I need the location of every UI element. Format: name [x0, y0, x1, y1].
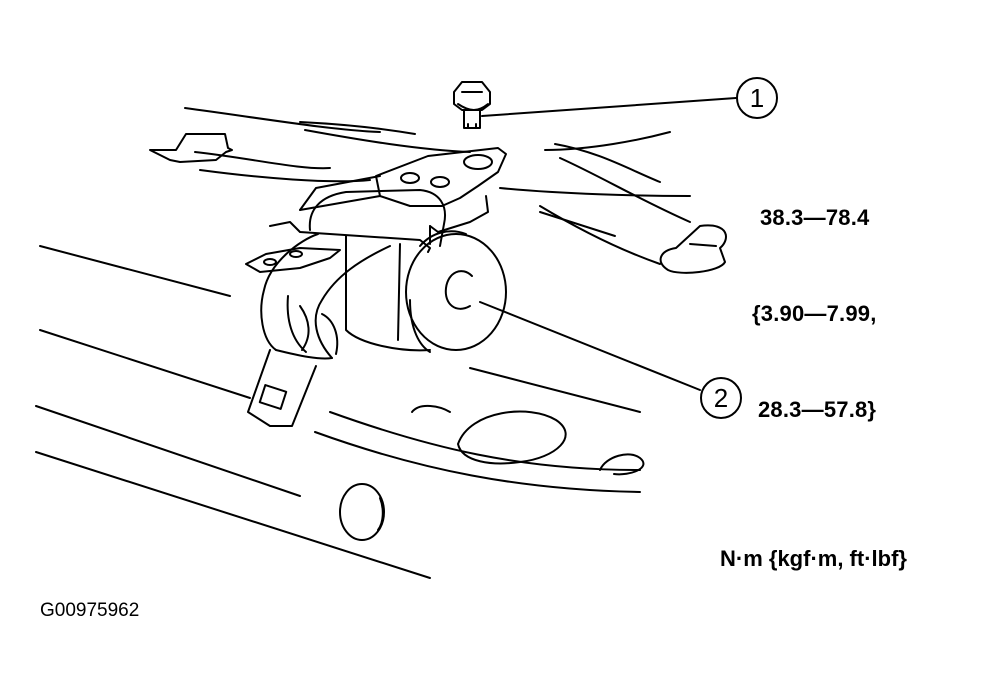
- belt-webbing: [261, 234, 390, 359]
- callout-leader-1: [482, 98, 736, 116]
- torque-spec: 38.3—78.4 {3.90—7.99, 28.3—57.8}: [752, 138, 877, 458]
- belt-tongue-plate: [248, 350, 316, 426]
- svg-text:2: 2: [714, 383, 728, 413]
- floor-indentations: [340, 406, 643, 540]
- torque-spec-nm: 38.3—78.4: [760, 205, 870, 230]
- callout-1: 1: [736, 77, 778, 119]
- body-panel-lines: [36, 108, 690, 578]
- svg-text:1: 1: [750, 83, 764, 113]
- torque-spec-kgfm: {3.90—7.99,: [752, 301, 877, 326]
- spring-cover: [406, 231, 506, 352]
- right-side-slot: [661, 225, 726, 272]
- figure-id: G00975962: [40, 600, 140, 621]
- bolt: [454, 82, 490, 128]
- torque-units-label: N·m {kgf·m, ft·lbf}: [720, 546, 907, 571]
- upper-left-slot: [150, 134, 232, 162]
- callout-2: 2: [700, 377, 742, 419]
- torque-spec-ftlbf: 28.3—57.8}: [758, 397, 877, 422]
- callout-leader-2: [480, 302, 700, 390]
- retractor-housing: [246, 190, 445, 350]
- retractor-bracket: [300, 148, 506, 232]
